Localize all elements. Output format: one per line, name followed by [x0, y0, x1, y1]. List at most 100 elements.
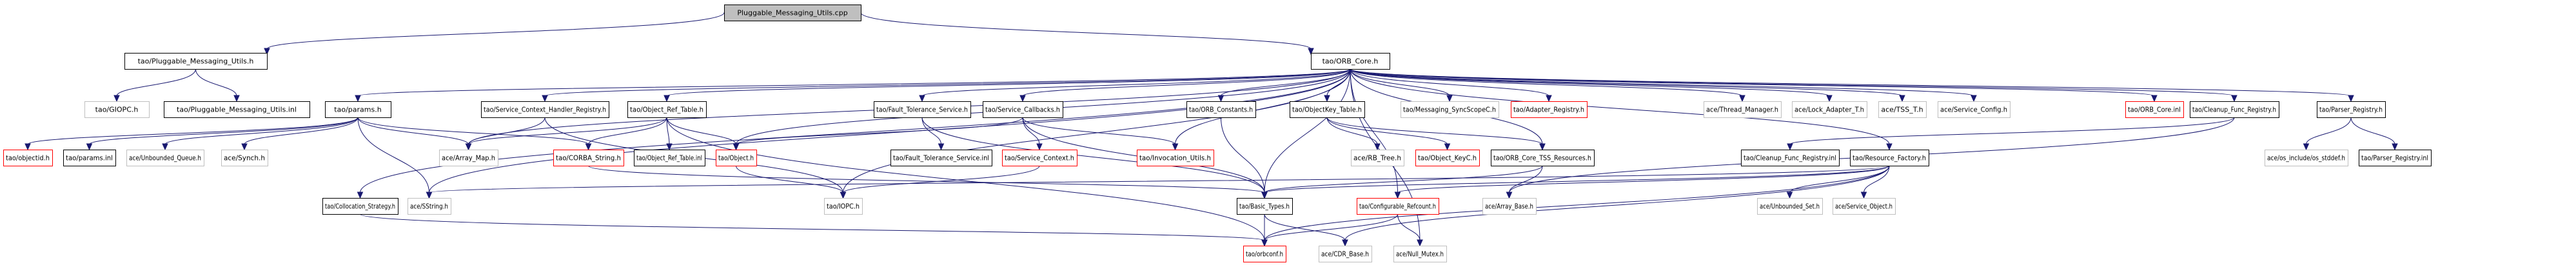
node-obj-ref-table[interactable]: tao/Object_Ref_Table.h — [627, 101, 707, 118]
edge-orb_core_h-to-sc_handler_reg — [544, 68, 1351, 97]
edge-pmu_h-to-pmu_inl — [195, 68, 237, 97]
node-array-map: ace/Array_Map.h — [439, 150, 498, 166]
node-label: ace/Lock_Adapter_T.h — [1794, 106, 1864, 114]
edge-orb_core_h-to-parser_registry — [1350, 68, 2352, 97]
arrowhead-icon — [585, 143, 592, 151]
arrowhead-icon — [1417, 239, 1423, 247]
node-configurable-refcount[interactable]: tao/Configurable_Refcount.h — [1357, 198, 1439, 215]
node-label: tao/Object.h — [718, 154, 754, 162]
node-obj-ref-table-inl[interactable]: tao/Object_Ref_Table.inl — [634, 150, 705, 166]
arrowhead-icon — [1261, 239, 1268, 247]
node-label: tao/Object_Ref_Table.h — [630, 106, 703, 114]
node-box — [1878, 101, 1927, 118]
node-objectkey-table[interactable]: tao/ObjectKey_Table.h — [1290, 101, 1365, 118]
arrowhead-icon — [86, 143, 93, 151]
node-label: tao/params.inl — [66, 154, 113, 162]
node-box — [1393, 246, 1447, 262]
arrowhead-icon — [1787, 143, 1793, 151]
node-adapter-registry[interactable]: tao/Adapter_Registry.h — [1511, 101, 1588, 118]
edge-params_h-to-corba_string — [357, 117, 589, 145]
node-box — [126, 150, 204, 166]
node-box — [553, 150, 624, 166]
edge-ft_service-to-basic_types — [921, 117, 1265, 193]
arrowhead-icon — [1444, 143, 1451, 151]
node-box — [63, 150, 116, 166]
edge-parser_registry-to-os_stddef — [2306, 117, 2352, 145]
node-root[interactable]: Pluggable_Messaging_Utils.cpp — [724, 5, 861, 21]
node-cleanup-func-reg-inl[interactable]: tao/Cleanup_Func_Registry.inl — [1741, 150, 1840, 166]
arrowhead-icon — [1446, 95, 1453, 103]
arrowhead-icon — [1546, 95, 1552, 103]
node-box — [1833, 198, 1896, 215]
node-basic-types[interactable]: tao/Basic_Types.h — [1237, 198, 1293, 215]
edge-basic_types-to-cdr_base — [1264, 213, 1346, 241]
edge-configurable_refcount-to-orbconf — [1264, 213, 1398, 241]
edge-orb_core_h-to-cleanup_func_reg — [1350, 68, 2235, 97]
edge-root-to-orb_core_h — [860, 12, 1312, 50]
node-object-h[interactable]: tao/Object.h — [716, 150, 757, 166]
node-service-callbacks[interactable]: tao/Service_Callbacks.h — [983, 101, 1063, 118]
edge-object_h-to-iopc — [736, 165, 843, 193]
node-label: tao/Object_Ref_Table.inl — [636, 154, 702, 162]
node-service-config: ace/Service_Config.h — [1938, 101, 2011, 118]
edges-layer — [25, 12, 2398, 247]
node-parser-registry-inl[interactable]: tao/Parser_Registry.inl — [2359, 150, 2432, 166]
node-invocation-utils[interactable]: tao/Invocation_Utils.h — [1137, 150, 1214, 166]
edge-orb_core_tss-to-array_base — [1509, 165, 1543, 193]
node-box — [983, 101, 1063, 118]
node-params-h[interactable]: tao/params.h — [325, 101, 391, 118]
node-orb-constants[interactable]: tao/ORB_Constants.h — [1186, 101, 1256, 118]
node-box — [1938, 101, 2011, 118]
node-unbounded-queue: ace/Unbounded_Queue.h — [126, 150, 204, 166]
node-orb-core-tss[interactable]: tao/ORB_Core_TSS_Resources.h — [1491, 150, 1595, 166]
node-orb-core-h[interactable]: tao/ORB_Core.h — [1311, 53, 1390, 70]
node-pmu-inl[interactable]: tao/Pluggable_Messaging_Utils.inl — [164, 101, 310, 118]
node-giopc: tao/GIOPC.h — [84, 101, 150, 118]
edge-objectkey_table-to-rb_tree — [1326, 117, 1378, 145]
edge-ft_service-to-ft_service_inl — [921, 117, 941, 145]
node-box — [2359, 150, 2432, 166]
node-label: tao/Object_KeyC.h — [1418, 154, 1477, 162]
edge-sc_handler_reg-to-array_map — [468, 117, 546, 145]
node-cleanup-func-reg[interactable]: tao/Cleanup_Func_Registry.h — [2190, 101, 2279, 118]
arrowhead-icon — [1786, 191, 1793, 199]
arrowhead-icon — [1394, 191, 1401, 199]
edge-orb_core_h-to-params_h — [357, 68, 1351, 97]
node-box — [325, 101, 391, 118]
arrowhead-icon — [1971, 95, 1977, 103]
edge-orb_core_h-to-lock_adapter — [1350, 68, 1830, 97]
edge-orb_core_h-to-adapter_registry — [1350, 68, 1549, 97]
node-label: tao/Messaging_SyncScopeC.h — [1403, 106, 1496, 114]
node-params-inl[interactable]: tao/params.inl — [63, 150, 116, 166]
node-label: tao/Collocation_Strategy.h — [325, 202, 395, 211]
node-parser-registry[interactable]: tao/Parser_Registry.h — [2317, 101, 2386, 118]
arrowhead-icon — [938, 143, 945, 151]
node-box — [627, 101, 707, 118]
node-box — [2125, 101, 2184, 118]
node-label: tao/Fault_Tolerance_Service.h — [876, 106, 968, 114]
arrowhead-icon — [1036, 143, 1043, 151]
node-box — [1186, 101, 1256, 118]
node-ft-service-inl[interactable]: tao/Fault_Tolerance_Service.inl — [890, 150, 992, 166]
edge-orb_core_h-to-tss_t — [1350, 68, 1903, 97]
arrowhead-icon — [1899, 95, 1905, 103]
node-collocation-strategy[interactable]: tao/Collocation_Strategy.h — [322, 198, 398, 215]
node-sc-handler-reg[interactable]: tao/Service_Context_Handler_Registry.h — [481, 101, 609, 118]
node-box — [1741, 150, 1840, 166]
node-pmu-h[interactable]: tao/Pluggable_Messaging_Utils.h — [124, 53, 268, 70]
edge-orb_core_h-to-ft_service — [921, 68, 1351, 97]
edge-params_h-to-unbounded_queue — [164, 117, 359, 145]
edge-service_callbacks-to-invocation_utils — [1022, 117, 1175, 145]
node-label: tao/ORB_Core_TSS_Resources.h — [1493, 154, 1591, 162]
node-resource-factory[interactable]: tao/Resource_Factory.h — [1850, 150, 1929, 166]
node-box — [1351, 150, 1404, 166]
node-ft-service[interactable]: tao/Fault_Tolerance_Service.h — [874, 101, 971, 118]
node-object-keyc[interactable]: tao/Object_KeyC.h — [1415, 150, 1480, 166]
node-service-context[interactable]: tao/Service_Context.h — [1002, 150, 1077, 166]
node-corba-string[interactable]: tao/CORBA_String.h — [553, 150, 624, 166]
arrowhead-icon — [233, 95, 240, 103]
node-orbconf[interactable]: tao/orbconf.h — [1243, 246, 1286, 262]
node-objectid[interactable]: tao/objectid.h — [3, 150, 53, 166]
edge-orb_core_h-to-thread_manager — [1350, 68, 1743, 97]
node-orb-core-inl[interactable]: tao/ORB_Core.inl — [2125, 101, 2184, 118]
